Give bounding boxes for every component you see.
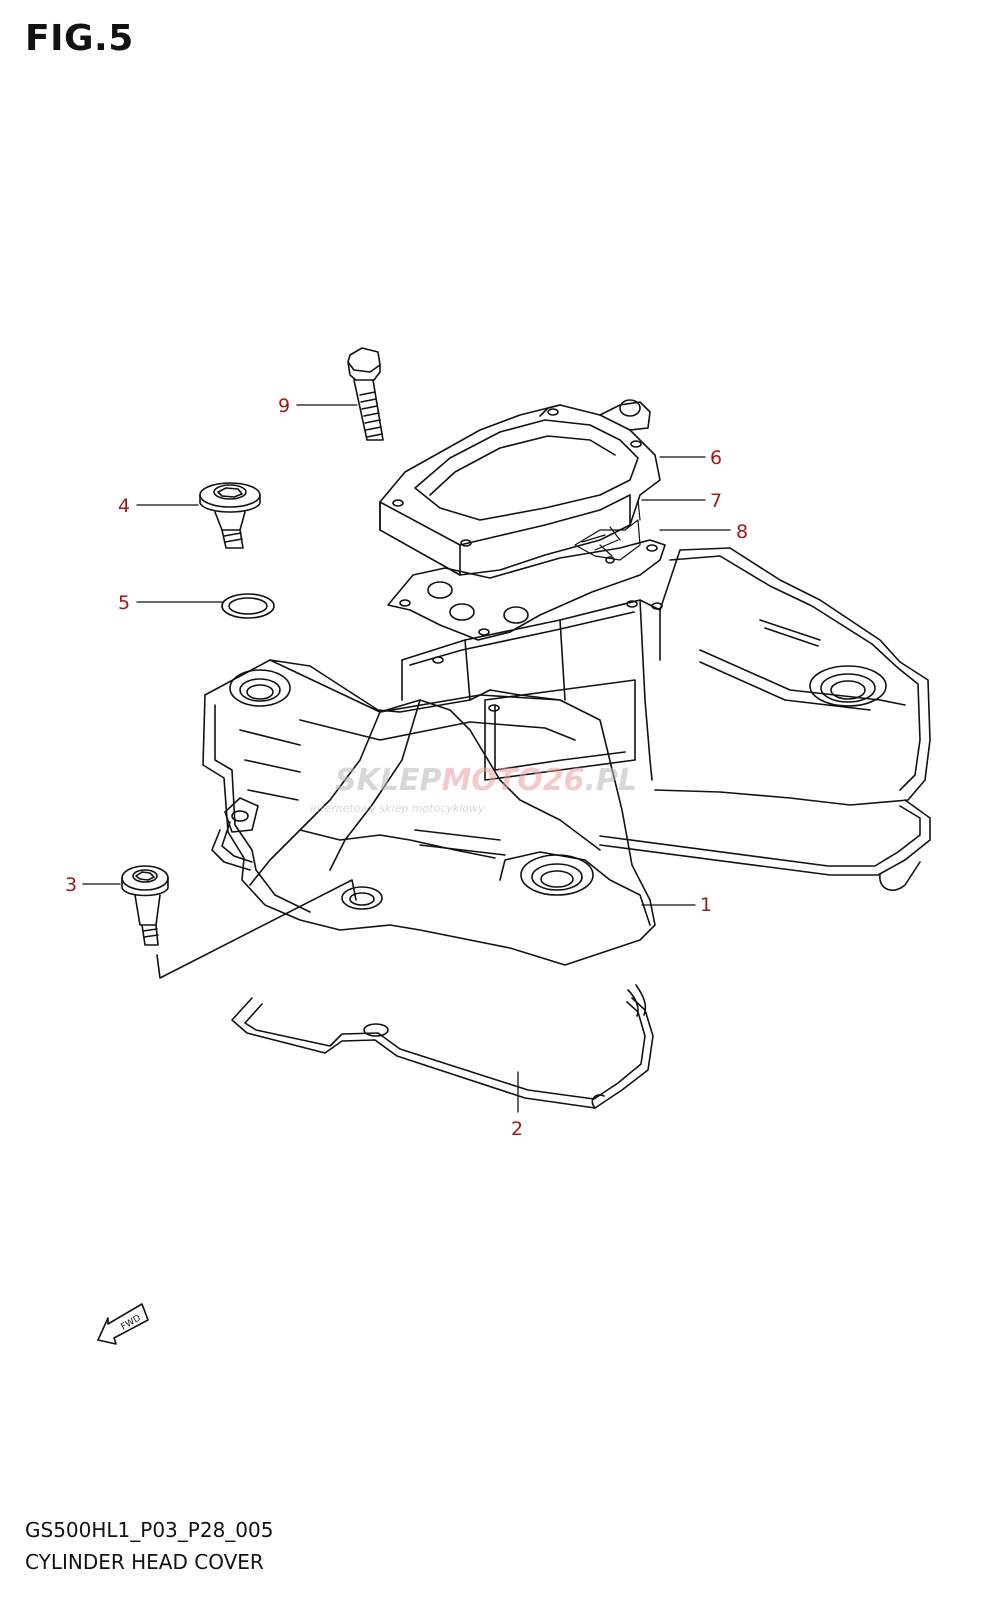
- callout-number-3: 3: [65, 874, 77, 896]
- callout-number-5: 5: [118, 592, 130, 614]
- cylinder-head-cover-part-1: [202, 547, 931, 966]
- figure-title: FIG.5: [25, 18, 134, 59]
- watermark-brand-domain: .PL: [585, 763, 638, 798]
- gasket-part-2: [211, 799, 931, 1109]
- flange-bolt-part-4: [199, 482, 261, 549]
- diagram-name: CYLINDER HEAD COVER: [25, 1550, 264, 1574]
- svg-text:SKLEPMOTO26.PL: SKLEPMOTO26.PL: [335, 763, 637, 798]
- breather-gasket-part-8: [387, 539, 666, 641]
- watermark-tagline: internetowy sklep motocyklowy: [310, 802, 485, 815]
- watermark-brand-part2: MOTO: [441, 763, 542, 798]
- callout-leaders: [82, 404, 731, 1113]
- breather-plate-part-7: [574, 499, 641, 561]
- installation-leader-line: [156, 879, 357, 979]
- callout-number-2: 2: [511, 1118, 523, 1140]
- callout-number-9: 9: [278, 395, 290, 417]
- callout-number-8: 8: [736, 521, 748, 543]
- callout-number-6: 6: [710, 447, 722, 469]
- watermark-brand-part1: SKLEP: [335, 763, 441, 798]
- watermark-brand-part3: 26: [543, 763, 585, 798]
- callout-number-1: 1: [700, 894, 712, 916]
- o-ring-part-5: [221, 593, 275, 619]
- flange-bolt-part-3: [121, 865, 169, 946]
- breather-cover-part-6: [379, 399, 661, 576]
- callout-number-7: 7: [710, 490, 722, 512]
- model-code: GS500HL1_P03_P28_005: [25, 1518, 274, 1542]
- callout-number-4: 4: [118, 495, 130, 517]
- fwd-arrow-icon: [97, 1303, 149, 1345]
- watermark: SKLEPMOTO26.PL internetowy sklep motocyk…: [310, 763, 637, 815]
- bolt-part-9: [347, 347, 384, 441]
